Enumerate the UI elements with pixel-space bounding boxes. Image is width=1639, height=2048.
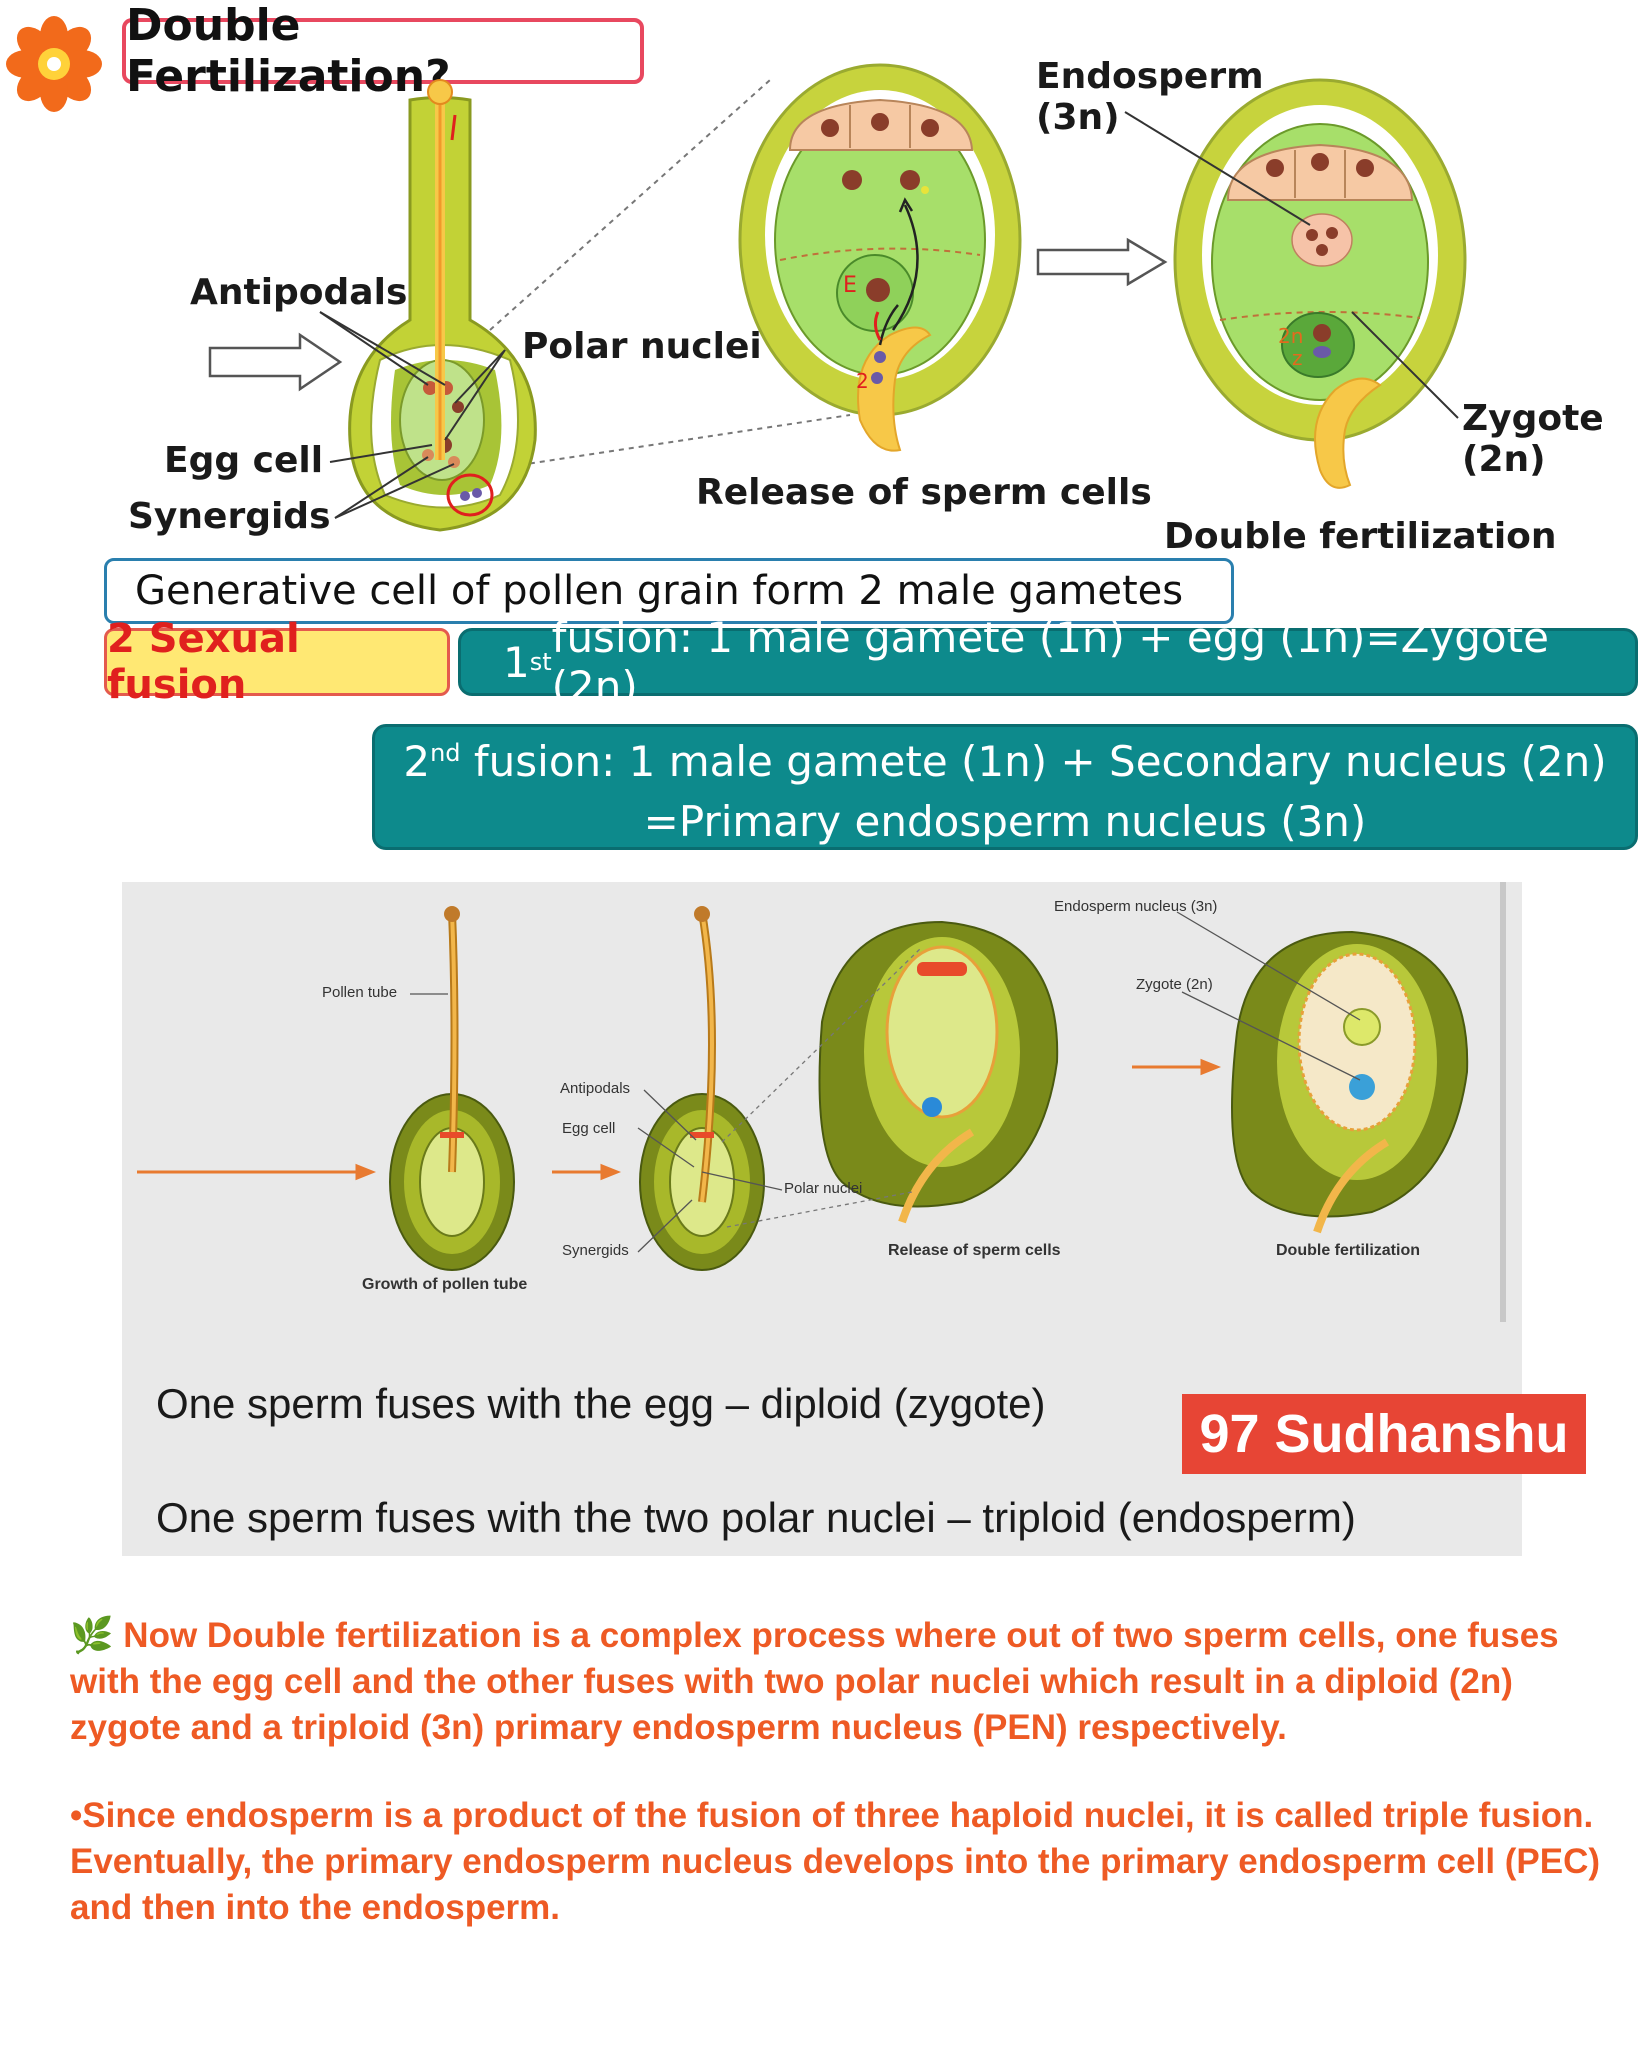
svg-text:2: 2: [856, 369, 869, 393]
second-fusion-text: fusion: 1 male gamete (1n) + Secondary n…: [460, 736, 1607, 786]
svg-text:z: z: [1292, 346, 1303, 370]
release-sperm-small-label: Release of sperm cells: [888, 1242, 1061, 1259]
egg-cell-label: Egg cell: [164, 440, 324, 481]
arrow-right-icon: [208, 237, 1168, 392]
release-sperm-label: Release of sperm cells: [696, 472, 1152, 513]
second-fusion-box: 2nd fusion: 1 male gamete (1n) + Seconda…: [372, 724, 1638, 850]
zygote-small-label: Zygote (2n): [1136, 976, 1213, 993]
second-fusion-line1: 2nd fusion: 1 male gamete (1n) + Seconda…: [403, 723, 1606, 792]
double-fertilization-small-label: Double fertilization: [1276, 1242, 1420, 1259]
synergids-small-label: Synergids: [562, 1242, 629, 1259]
sperm-polar-line: One sperm fuses with the two polar nucle…: [156, 1494, 1356, 1541]
sperm-egg-line: One sperm fuses with the egg – diploid (…: [156, 1380, 1046, 1427]
synergids-label: Synergids: [128, 496, 331, 537]
ovule-diagram-middle: [738, 63, 1022, 452]
polar-nuclei-label: Polar nuclei: [522, 326, 762, 367]
first-fusion-text: fusion: 1 male gamete (1n) + egg (1n)=Zy…: [551, 613, 1549, 711]
svg-text:2n: 2n: [1278, 324, 1303, 348]
lower-ovule-3: [818, 920, 1059, 1224]
polar-nuclei-small-label: Polar nuclei: [784, 1180, 863, 1197]
antipodals-label: Antipodals: [190, 272, 408, 313]
zygote-label-line1: Zygote: [1462, 398, 1604, 439]
first-fusion-sup: st: [529, 648, 552, 676]
flower-logo-icon: [6, 16, 102, 112]
antipodals-small-label: Antipodals: [560, 1080, 631, 1097]
endosperm-label-line2: (3n): [1036, 97, 1120, 139]
ovule-diagram-left: [348, 79, 537, 532]
lower-ovule-4: [1231, 930, 1469, 1234]
ovule-diagram-right: [1173, 78, 1467, 489]
explanation-paragraph-2: •Since endosperm is a product of the fus…: [70, 1796, 1601, 1927]
second-fusion-line2: =Primary endosperm nucleus (3n): [643, 796, 1367, 846]
egg-cell-small-label: Egg cell: [562, 1120, 616, 1137]
endosperm-label: Endosperm (3n): [1036, 56, 1264, 139]
explanation-paragraph-1: 🌿 Now Double fertilization is a complex …: [70, 1616, 1559, 1747]
sexual-fusion-badge: 2 Sexual fusion: [104, 616, 450, 708]
lower-ovule-2: [639, 906, 765, 1271]
second-fusion-sup: nd: [430, 738, 461, 767]
growth-pollen-tube-label: Growth of pollen tube: [362, 1276, 528, 1293]
svg-text:E: E: [843, 273, 857, 298]
zygote-label: Zygote (2n): [1462, 398, 1604, 481]
lower-fertilization-diagram: [137, 882, 1506, 1322]
endosperm-label-line1: Endosperm: [1036, 56, 1264, 97]
second-fusion-number: 2: [403, 736, 431, 786]
author-badge: 97 Sudhanshu: [1182, 1394, 1586, 1474]
double-fertilization-label: Double fertilization: [1164, 516, 1557, 557]
top-fertilization-diagram: E 2 2n z: [208, 63, 1467, 532]
lower-ovule-1: [389, 906, 515, 1271]
pollen-tube-label: Pollen tube: [322, 984, 398, 1001]
generative-cell-box: Generative cell of pollen grain form 2 m…: [104, 558, 1234, 624]
first-fusion-number: 1: [503, 637, 530, 687]
endosperm-nucleus-small-label: Endosperm nucleus (3n): [1054, 898, 1218, 915]
zygote-label-line2: (2n): [1462, 439, 1546, 481]
